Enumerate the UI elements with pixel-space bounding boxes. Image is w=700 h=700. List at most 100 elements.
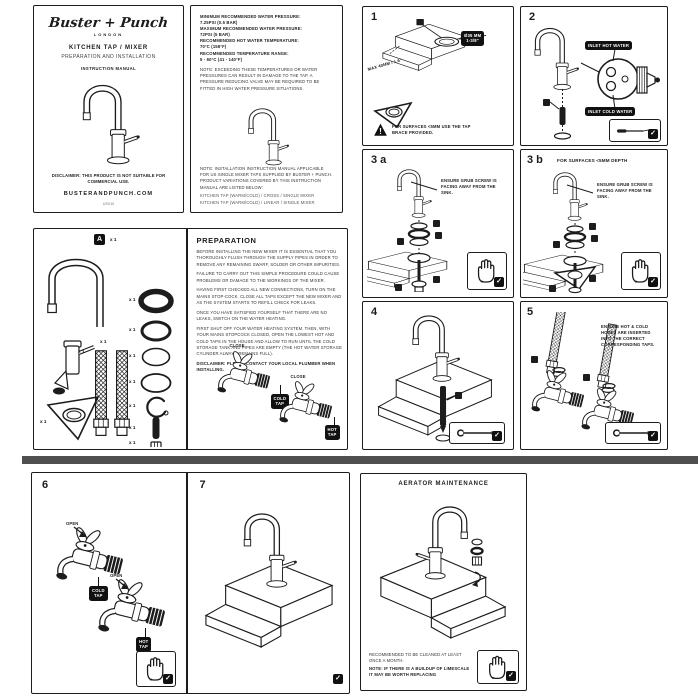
step1-warning-text: FOR SURFACES <5MM USE THE TAP BRACE PROV… <box>392 124 471 136</box>
tap-hose-connection-illustration <box>523 19 660 140</box>
check-icon: ✓ <box>333 674 343 684</box>
cover-product-title: KITCHEN TAP / MIXER <box>69 45 148 51</box>
check-icon: ✓ <box>494 277 504 287</box>
step-number: 4 <box>371 306 378 318</box>
step-number: 3 a <box>371 154 387 166</box>
qty-label: x 1 <box>129 403 136 408</box>
step-3b-panel: 3 b FOR SURFACES <5MM DEPTH ENSURE GRUB … <box>520 149 668 298</box>
open-valves-illustration <box>38 526 180 653</box>
cover-doc-code: US010 <box>102 202 115 206</box>
open-label: OPEN <box>66 521 79 526</box>
spec-line: RECOMMENDED TEMPERATURE RANGE: <box>200 50 289 56</box>
badge-stem <box>98 577 100 586</box>
cover-website: BUSTERANDPUNCH.COM <box>63 191 154 197</box>
cover-tap-illustration <box>72 76 146 168</box>
inlet-hot-badge: INLET HOT WATER <box>585 41 633 51</box>
panel-divider <box>186 473 188 693</box>
step-3a-panel: 3 a ENSURE GRUB SCREW IS FACING AWAY FRO… <box>362 149 514 298</box>
close-label: CLOSE <box>229 343 245 348</box>
spec-line: 5 - 60°C (41 - 140°F) <box>200 56 243 62</box>
applicability-note: NOTE: INSTALLATION INSTRUCTION MANUAL AP… <box>200 165 333 190</box>
hand-tighten-indicator: ✓ <box>467 252 507 290</box>
step-2-panel: 2 INLET HOT WATER <box>520 6 668 146</box>
aerator-title: AERATOR MAINTENANCE <box>398 481 489 487</box>
cold-tap-badge: COLD TAP <box>89 586 108 601</box>
grub-screw-note: ENSURE GRUB SCREW IS FACING AWAY FROM TH… <box>597 182 653 200</box>
hose-to-valve-illustration <box>523 312 664 444</box>
tap-mounting-exploded-illustration <box>367 164 508 292</box>
hand-tighten-indicator: ✓ <box>477 650 519 684</box>
parts-diagram <box>46 258 174 447</box>
cold-tap-badge: COLD TAP <box>270 394 290 409</box>
cover-manual-label: INSTRUCTION MANUAL <box>80 66 137 71</box>
qty-label: x 1 <box>100 339 107 344</box>
wrench-required-indicator: ✓ <box>605 422 661 444</box>
qty-label: x 1 <box>129 379 136 384</box>
cover-subtitle: PREPARATION AND INSTALLATION <box>61 54 156 60</box>
qty-label: x 1 <box>110 237 117 242</box>
specs-note: NOTE: EXCEEDING THESE TEMPERATURES OR WA… <box>200 66 320 91</box>
qty-label: x 1 <box>129 440 136 445</box>
qty-label: x 1 <box>129 327 136 332</box>
badge-stem <box>279 385 281 394</box>
inlet-cold-badge: INLET COLD WATER <box>585 107 636 117</box>
step-5-panel: 5 ENSURE HOT & COLD HOSES ARE INSERTED I… <box>520 301 668 450</box>
qty-label: x 1 <box>129 353 136 358</box>
qty-label: x 1 <box>129 425 136 430</box>
installed-tap-illustration <box>202 505 336 655</box>
check-icon: ✓ <box>648 431 658 441</box>
specs-page-panel: MINIMUM RECOMMENDED WATER PRESSURE: 7.25… <box>190 5 343 213</box>
step-1-panel: 1 Ø35 MM 1-3/8" MAX 40mm / 1.6" ! FOR SU… <box>362 6 514 146</box>
step-6-section: 6 OPEN OPEN COLD TAP HOT TAP ✓ <box>32 473 186 692</box>
steps-6-7-panel: 6 OPEN OPEN COLD TAP HOT TAP ✓ 7 <box>31 472 350 694</box>
screwdriver-required-indicator: ✓ <box>609 119 661 142</box>
aerator-exploded-illustration <box>371 496 515 648</box>
step-number: 3 b <box>527 154 543 166</box>
step3b-header: FOR SURFACES <5MM DEPTH <box>557 158 628 163</box>
spec-line: 70°C (158°F) <box>200 44 227 50</box>
grub-screw-note: ENSURE GRUB SCREW IS FACING AWAY FROM TH… <box>441 178 497 196</box>
variant-line: KITCHEN TAP (WARM/COLD) / LINEAR / SINGL… <box>200 199 315 205</box>
preparation-text: BEFORE INSTALLING THE NEW MIXER IT IS ES… <box>197 249 343 377</box>
hose-orientation-note: ENSURE HOT & COLD HOSES ARE INSERTED INT… <box>601 324 655 348</box>
spec-line: 7.25PSI (0.5 BAR) <box>200 20 238 26</box>
qty-label: x 1 <box>40 419 47 424</box>
hand-tighten-indicator: ✓ <box>136 651 176 687</box>
step-number: 6 <box>42 479 49 491</box>
preparation-title: PREPARATION <box>196 236 257 245</box>
hot-tap-badge: HOT TAP <box>136 637 152 652</box>
tap-brace-mounting-illustration <box>523 167 664 294</box>
badge-stem <box>145 628 147 637</box>
badge-stem <box>333 417 335 425</box>
step-number: 7 <box>199 479 206 491</box>
step-7-section: 7 ✓ <box>188 473 352 692</box>
check-icon: ✓ <box>163 674 173 684</box>
spec-line: 72PSI (5 BAR) <box>200 32 230 38</box>
hand-tighten-indicator: ✓ <box>621 252 661 290</box>
wrench-required-indicator: ✓ <box>449 422 505 444</box>
prep-paragraph: HAVING FIRST CHECKED ALL NEW CONNECTIONS… <box>196 287 342 306</box>
tap-fastening-illustration <box>369 312 507 442</box>
aerator-note: NOTE: IF THERE IS A BUILDUP OF LIMESCALE… <box>369 666 470 678</box>
step-4-panel: 4 ✓ <box>362 301 514 450</box>
specs-applicability-block: NOTE: INSTALLATION INSTRUCTION MANUAL AP… <box>200 166 333 206</box>
step-number: 2 <box>529 11 536 23</box>
brand-city: LONDON <box>93 32 124 37</box>
specs-block: MINIMUM RECOMMENDED WATER PRESSURE: 7.25… <box>200 14 333 92</box>
spec-line: MINIMUM RECOMMENDED WATER PRESSURE: <box>200 14 301 19</box>
check-icon: ✓ <box>648 277 658 287</box>
variant-line: KITCHEN TAP (WARM/COLD) / CROSS / SINGLE… <box>200 193 315 199</box>
specs-tap-illustration <box>237 102 297 168</box>
aerator-recommendation: RECOMMENDED TO BE CLEANED AT LEAST ONCE … <box>369 652 462 664</box>
preparation-column: PREPARATION BEFORE INSTALLING THE NEW MI… <box>188 229 350 448</box>
panel-divider <box>186 229 188 449</box>
aerator-maintenance-panel: AERATOR MAINTENANCE RECOMMENDED TO BE CL… <box>360 473 527 691</box>
brand-logo: Buster + Punch <box>48 15 169 31</box>
qty-label: x 1 <box>129 297 136 302</box>
step-number: 5 <box>527 306 534 318</box>
spec-line: RECOMMENDED HOT WATER TEMPERATURE: <box>200 38 299 44</box>
spec-line: MAXIMUM RECOMMENDED WATER PRESSURE: <box>200 26 303 32</box>
close-label: CLOSE <box>290 374 306 379</box>
page-separator-bar <box>22 456 698 464</box>
